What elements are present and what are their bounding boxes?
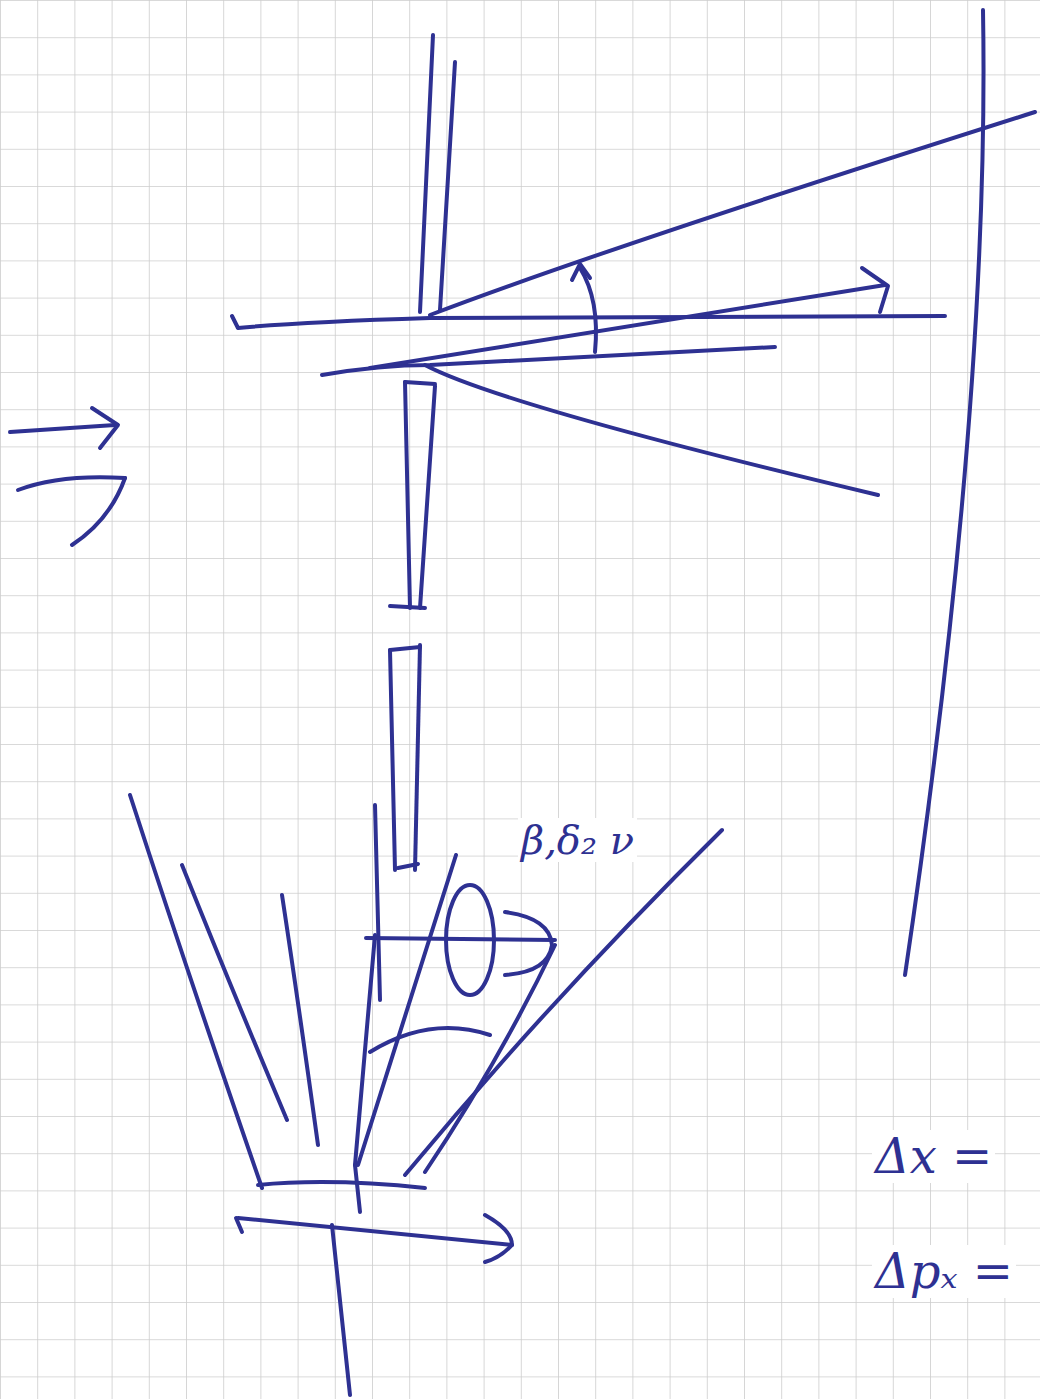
label-slot: β,δ₂ ν bbox=[518, 818, 637, 862]
pen-strokes bbox=[10, 10, 1035, 1395]
handwritten-label: Δx = bbox=[872, 1130, 995, 1183]
handwritten-label: β,δ₂ ν bbox=[518, 818, 637, 862]
handwritten-label: Δpₓ = bbox=[872, 1245, 1016, 1298]
label-slot: Δx = bbox=[872, 1130, 995, 1183]
label-slot: Δpₓ = bbox=[872, 1245, 1016, 1298]
